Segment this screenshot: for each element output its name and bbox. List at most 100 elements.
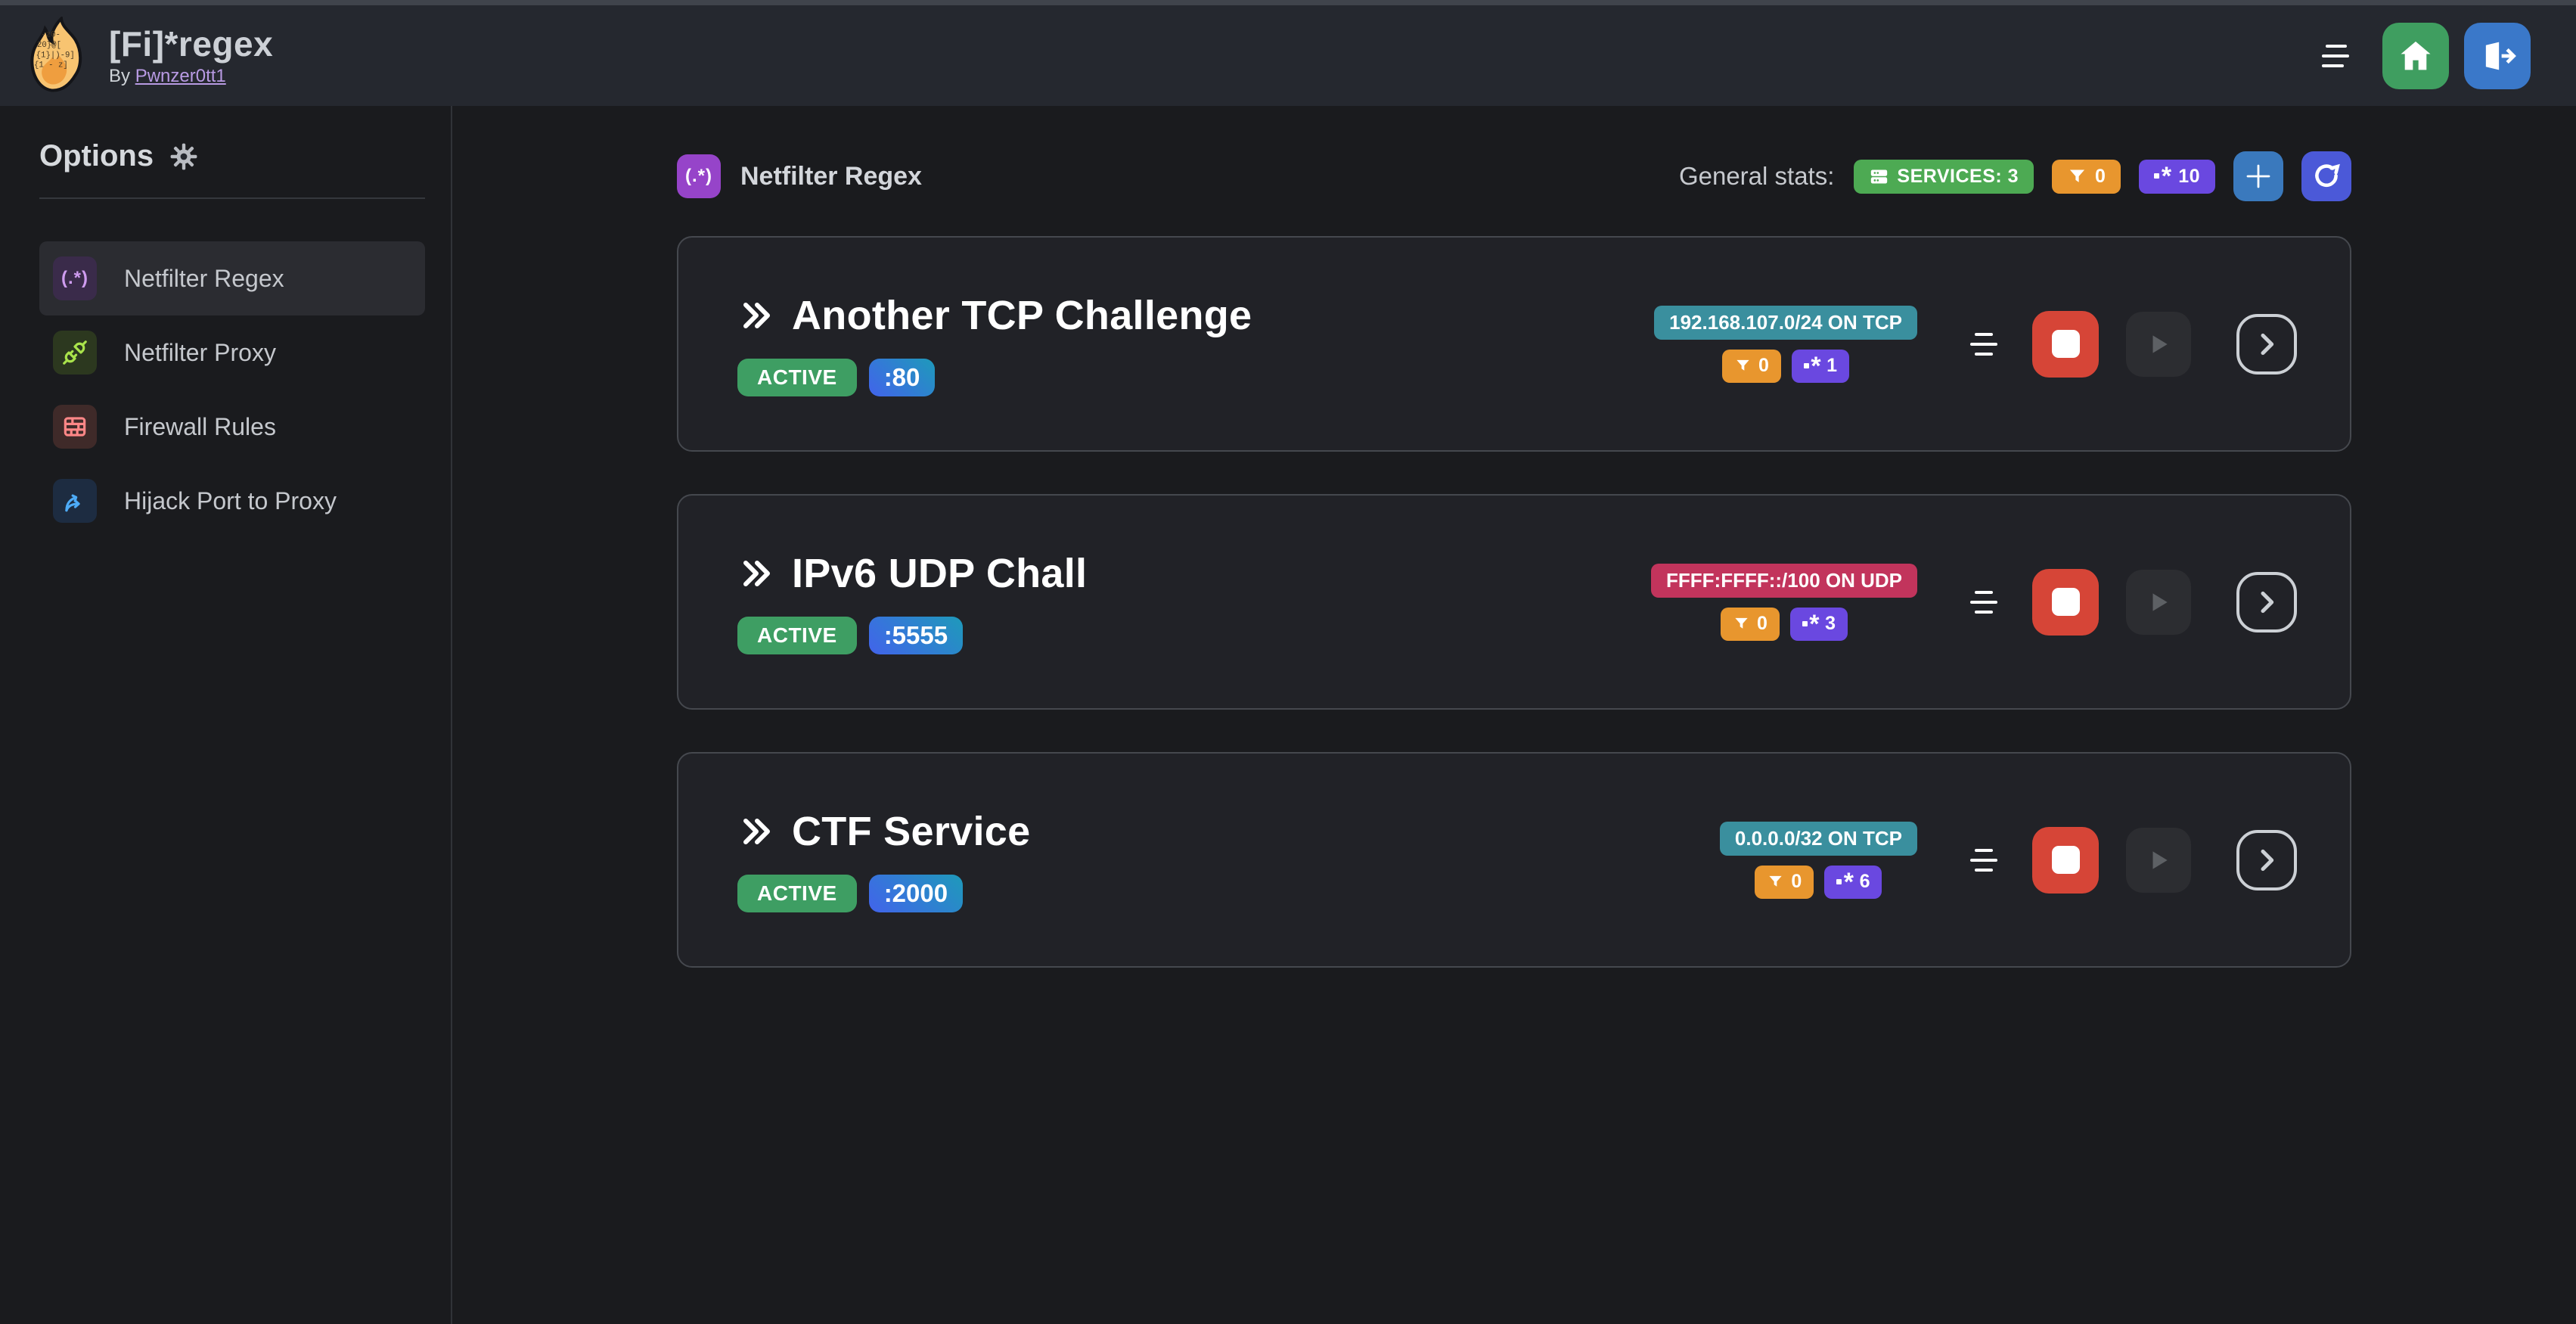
plug-icon [63,340,87,365]
sidebar-item-netfilter-proxy[interactable]: Netfilter Proxy [39,315,425,390]
chevrons-right-icon [743,818,770,844]
svg-text:{1 - z]: {1 - z] [34,61,68,70]
service-title: Another TCP Challenge [792,292,1252,338]
play-button[interactable] [2126,311,2191,377]
brand-block: [Fi]*regex By Pwnzer0tt1 [109,24,273,87]
byline: By Pwnzer0tt1 [109,66,273,87]
funnel-icon [1735,617,1748,629]
flame-logo: -z0- 20}@[ {1}|)-9] {1 - z] [30,16,82,92]
funnel-icon [1769,875,1783,887]
sidebar-heading: Options [39,139,425,173]
regexes-count-badge: * 10 [2139,159,2215,194]
sidebar-item-netfilter-regex[interactable]: (.*) Netfilter Regex [39,241,425,315]
refresh-icon [2315,163,2340,188]
target-info: 0.0.0.0/32 ON TCP 0 * 6 [1719,821,1917,899]
target-badge: 192.168.107.0/24 ON TCP [1654,305,1917,340]
service-menu-button[interactable] [1970,589,1997,615]
section-header: (.*) Netfilter Regex General stats: SERV… [677,151,2351,201]
target-badge: FFFF:FFFF::/100 ON UDP [1651,563,1917,598]
service-list: Another TCP Challenge ACTIVE :80 192.168… [677,236,2351,968]
service-title: CTF Service [792,808,1031,854]
play-icon [2152,850,2168,869]
play-button[interactable] [2126,569,2191,635]
services-count-badge: SERVICES: 3 [1854,159,2034,194]
service-details-button[interactable] [2236,829,2297,890]
stop-icon [2051,588,2080,616]
regex-section-icon: (.*) [677,154,721,198]
author-link[interactable]: Pwnzer0tt1 [135,65,226,86]
service-title: IPv6 UDP Chall [792,550,1088,596]
home-icon [2401,41,2431,70]
sidebar-item-hijack-port-to-proxy[interactable]: Hijack Port to Proxy [39,464,425,538]
regex-glyph-icon: * [1836,869,1853,895]
service-menu-button[interactable] [1970,847,1997,873]
regex-glyph-icon: * [2154,163,2171,189]
svg-text:{1}|)-9]: {1}|)-9] [36,51,75,60]
chevrons-right-icon [743,302,770,328]
sidebar-item-label: Netfilter Regex [124,264,284,292]
port-badge: :80 [868,358,936,396]
filters-count-badge: 0 [2052,159,2121,194]
sidebar-nav: (.*) Netfilter Regex Netfilter Proxy [39,241,425,538]
target-badge: 0.0.0.0/32 ON TCP [1719,821,1917,856]
port-badge: :2000 [868,874,964,912]
regex-count-badge: * 3 [1789,607,1848,641]
general-stats: General stats: SERVICES: 3 0 [1679,151,2351,201]
play-icon [2152,592,2168,611]
status-badge: ACTIVE [737,616,857,654]
app-title: [Fi]*regex [109,24,274,64]
services-count-label: SERVICES: 3 [1897,165,2019,187]
stop-icon [2051,330,2080,358]
home-button[interactable] [2382,22,2449,89]
svg-text:-z0-: -z0- [41,30,61,39]
gear-icon [170,143,197,169]
firewall-icon [64,417,86,437]
regex-icon: (.*) [53,256,97,300]
service-details-button[interactable] [2236,571,2297,632]
window-top-strip [0,0,2576,5]
plus-icon [2246,164,2270,188]
regex-count-badge: * 6 [1824,865,1882,899]
section-title: Netfilter Regex [740,161,922,191]
header-actions [2322,22,2531,89]
service-details-button[interactable] [2236,313,2297,375]
chevron-right-icon [2261,591,2274,613]
service-card: CTF Service ACTIVE :2000 0.0.0.0/32 ON T… [677,752,2351,968]
service-card: IPv6 UDP Chall ACTIVE :5555 FFFF:FFFF::/… [677,494,2351,710]
play-button[interactable] [2126,827,2191,893]
filter-count-badge: 0 [1722,349,1781,383]
sidebar: Options (.*) Netfilter [0,106,452,1324]
status-badge: ACTIVE [737,874,857,912]
stats-label: General stats: [1678,162,1835,190]
sidebar-item-firewall-rules[interactable]: Firewall Rules [39,390,425,464]
funnel-icon [1736,359,1749,371]
status-badge: ACTIVE [737,358,857,396]
port-badge: :5555 [868,616,964,654]
target-info: 192.168.107.0/24 ON TCP 0 * 1 [1654,305,1917,383]
logout-button[interactable] [2464,22,2531,89]
sidebar-item-label: Netfilter Proxy [124,338,276,366]
regex-count-badge: * 1 [1791,349,1850,383]
regex-glyph-icon: * [1803,353,1820,379]
regex-glyph-icon: * [1802,611,1818,637]
stop-button[interactable] [2032,310,2099,378]
byline-prefix: By [109,65,131,86]
refresh-button[interactable] [2301,151,2351,201]
chevron-right-icon [2261,333,2274,355]
stop-button[interactable] [2032,568,2099,636]
main-area: (.*) Netfilter Regex General stats: SERV… [452,106,2576,1324]
sidebar-item-label: Firewall Rules [124,412,276,440]
add-service-button[interactable] [2233,151,2283,201]
chevrons-right-icon [743,560,770,586]
funnel-icon [2069,169,2085,182]
svg-text:20}@[: 20}@[ [37,41,61,50]
stop-icon [2051,846,2080,874]
app-header: -z0- 20}@[ {1}|)-9] {1 - z] [Fi]*regex B… [0,5,2576,106]
filters-count: 0 [2095,165,2106,187]
stop-button[interactable] [2032,826,2099,894]
regexes-count: 10 [2178,165,2200,187]
menu-icon[interactable] [2322,44,2349,68]
filter-count-badge: 0 [1755,865,1814,899]
service-menu-button[interactable] [1970,331,1997,357]
filter-count-badge: 0 [1720,607,1780,641]
